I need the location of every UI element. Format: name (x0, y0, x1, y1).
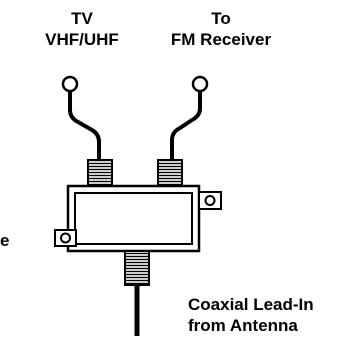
tv-label-line-1: TV (71, 9, 93, 28)
antenna-input-connector (124, 250, 150, 286)
fm-output-connector (157, 159, 183, 189)
coax-label-line-2: from Antenna (188, 316, 298, 335)
left-mounting-tab (54, 229, 77, 247)
tv-output-connector (87, 159, 113, 189)
fm-receiver-label: To FM Receiver (156, 8, 286, 50)
tv-vhf-uhf-label: TV VHF/UHF (30, 8, 134, 50)
tv-label-line-2: VHF/UHF (45, 30, 119, 49)
coax-label-line-1: Coaxial Lead-In (188, 295, 314, 314)
cut-off-label-fragment: er (0, 231, 10, 250)
fm-label-line-2: FM Receiver (170, 30, 272, 49)
coaxial-lead-in-label: Coaxial Lead-In from Antenna (188, 294, 314, 336)
fm-ring-terminal (170, 75, 209, 160)
splitter-body (66, 184, 201, 253)
fm-label-line-1: To (211, 9, 231, 28)
right-mounting-tab (198, 191, 222, 210)
tv-ring-terminal (61, 75, 101, 160)
